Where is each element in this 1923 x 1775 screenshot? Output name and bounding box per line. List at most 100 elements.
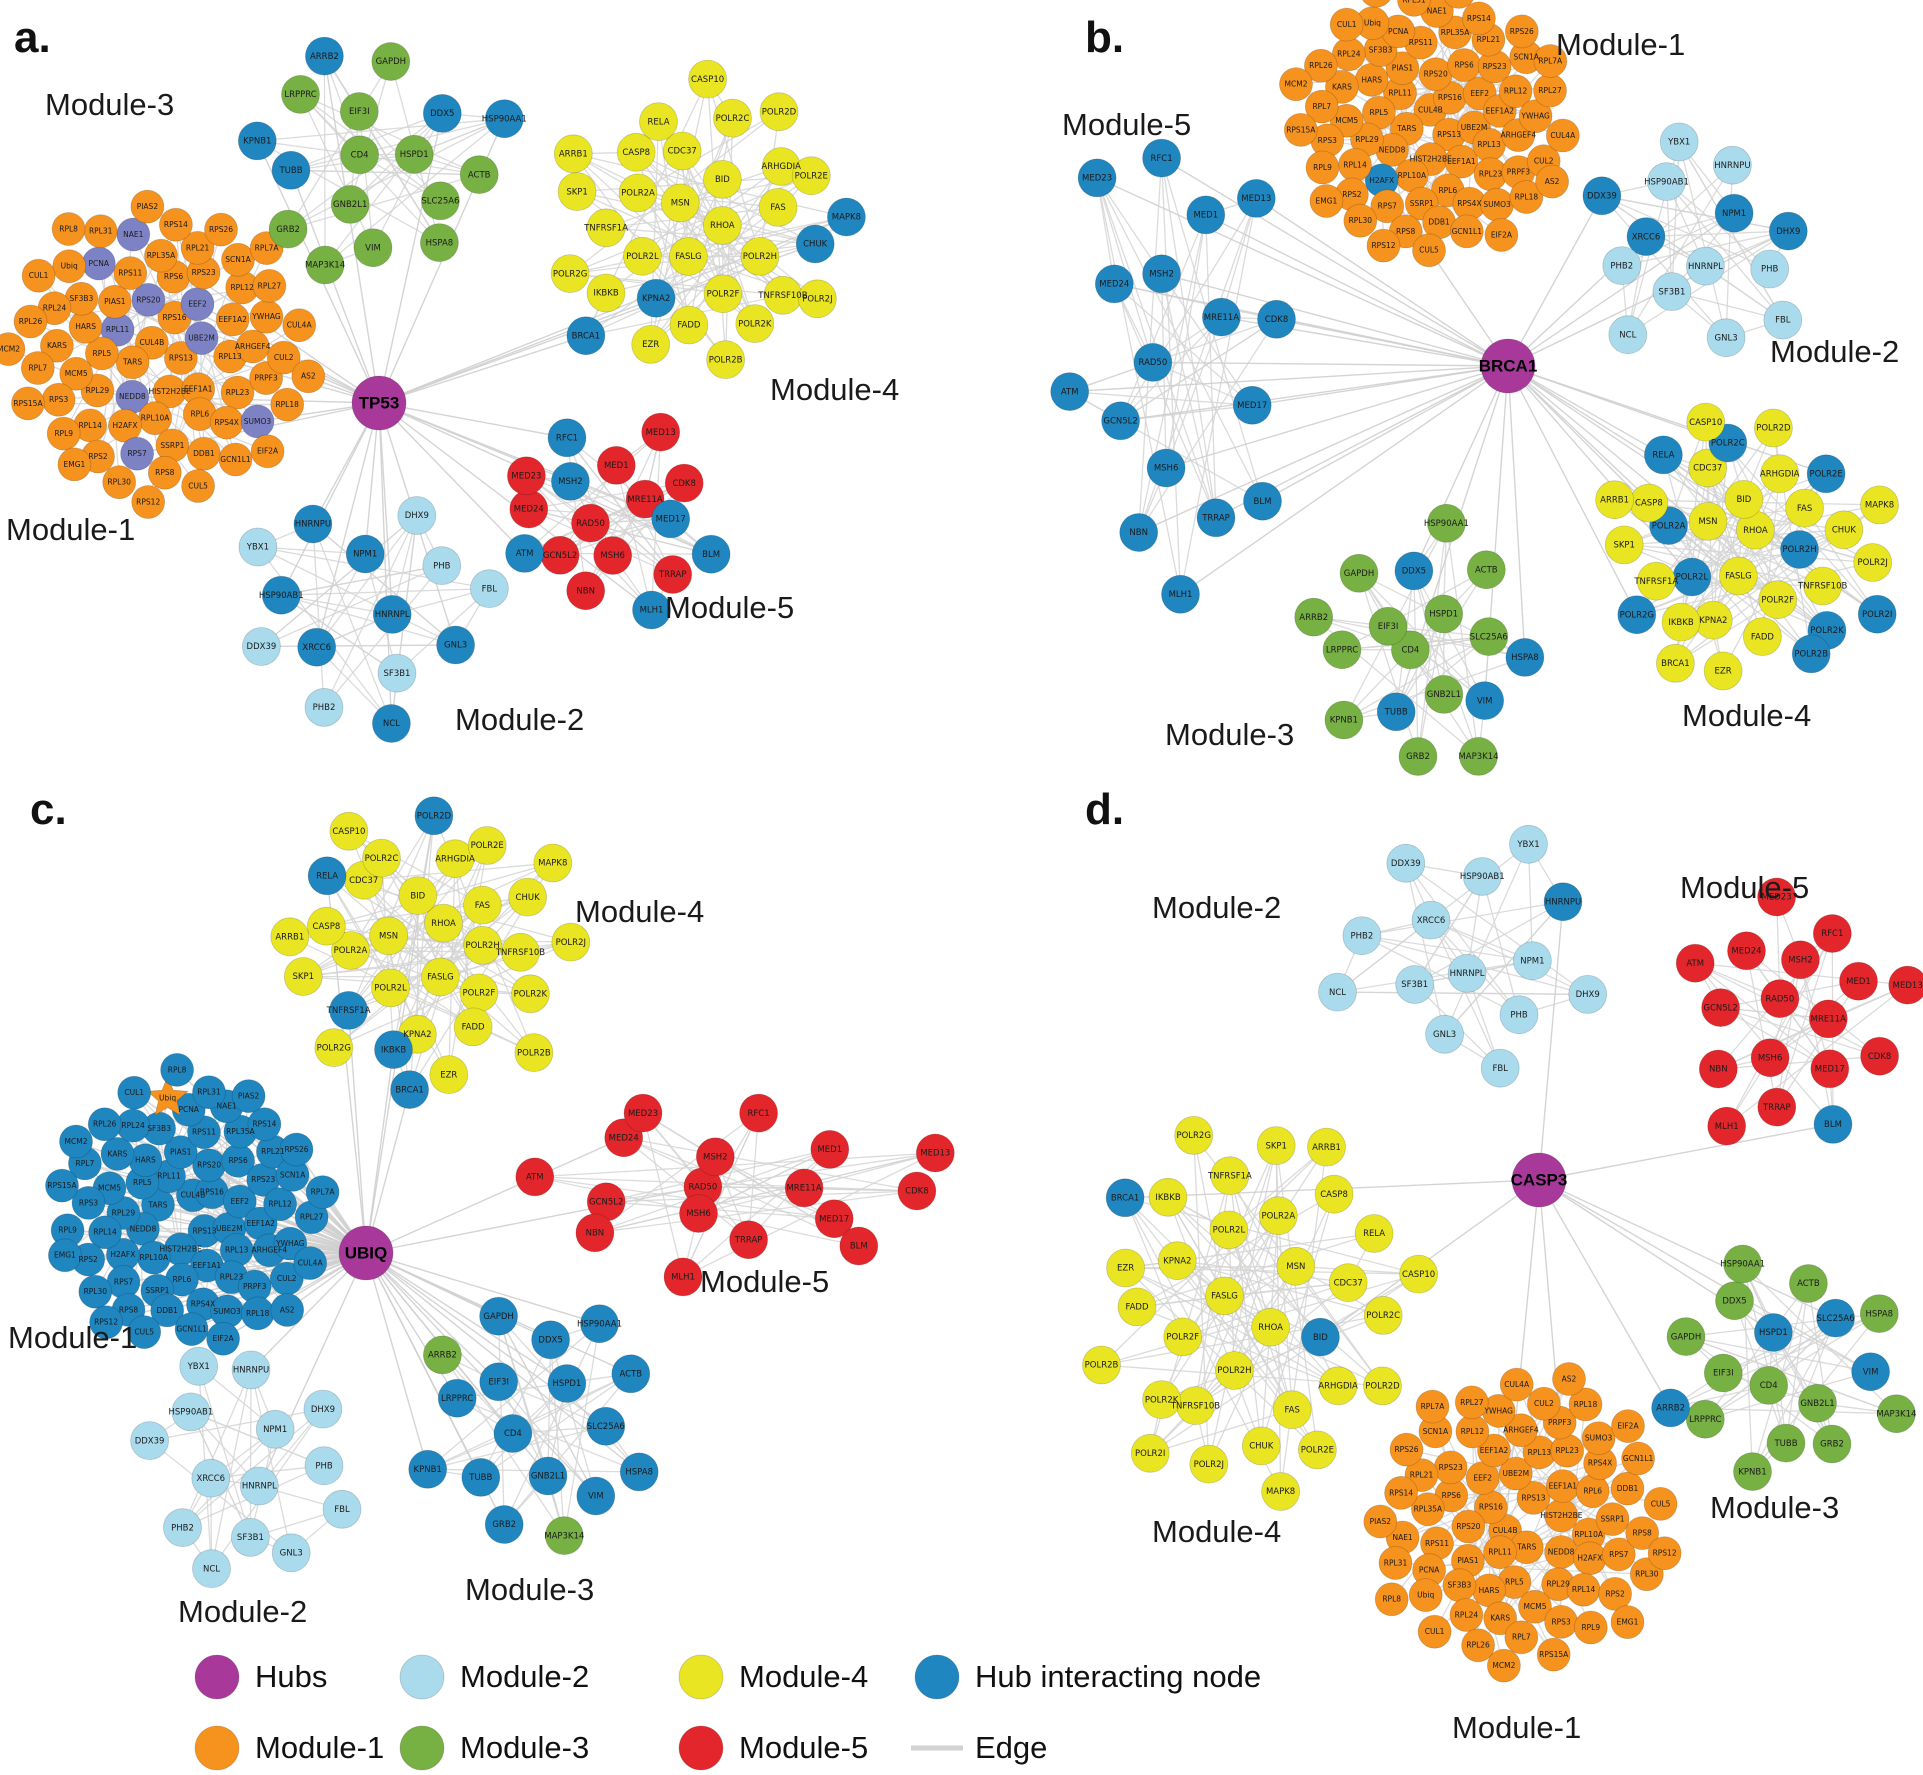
node-label-BLM: BLM: [1824, 1120, 1842, 1130]
node-label-TNFRSF10B: TNFRSF10B: [1170, 1401, 1220, 1411]
node-POLR2K: [1142, 1380, 1181, 1419]
node-label-RPL23: RPL23: [1555, 1446, 1579, 1455]
node-label-EZR: EZR: [440, 1070, 457, 1080]
node-POLR2I: [1130, 1433, 1170, 1473]
node-HSP90AB1: [261, 575, 301, 615]
node-label-EEF2: EEF2: [231, 1197, 250, 1206]
node-label-GCN1L1: GCN1L1: [1452, 227, 1483, 236]
legend-label-module-5: Module-5: [739, 1730, 868, 1765]
node-label-RPL13: RPL13: [1477, 140, 1501, 149]
node-label-TRRAP: TRRAP: [734, 1235, 763, 1245]
node-label-SCN1A: SCN1A: [1423, 1427, 1449, 1436]
node-label-POLR2G: POLR2G: [1176, 1131, 1210, 1141]
node-label-TUBB: TUBB: [278, 166, 302, 176]
node-CD4: [1749, 1366, 1789, 1405]
node-label-RPL14: RPL14: [93, 1228, 117, 1237]
node-label-MRE11A: MRE11A: [786, 1184, 821, 1194]
edge: [1678, 141, 1727, 338]
node-label-FADD: FADD: [1125, 1303, 1148, 1313]
node-RELA: [307, 856, 347, 896]
node-label-PHB2: PHB2: [1351, 931, 1374, 941]
node-MAP3K14: [1459, 737, 1498, 776]
node-label-RPS2: RPS2: [1342, 190, 1361, 199]
node-RPL18: [1509, 180, 1544, 214]
node-MED17: [651, 499, 691, 539]
node-label-DDB1: DDB1: [193, 449, 215, 458]
node-label-UBE2M: UBE2M: [216, 1224, 243, 1233]
node-label-ARHGEF4: ARHGEF4: [235, 342, 271, 351]
node-label-RPL30: RPL30: [1635, 1570, 1659, 1579]
node-label-ARHGDIA: ARHGDIA: [761, 162, 801, 172]
node-ATM: [1050, 372, 1090, 412]
node-label-FASLG: FASLG: [1725, 572, 1752, 582]
edge: [1260, 1194, 1335, 1447]
node-label-POLR2D: POLR2D: [1756, 424, 1791, 434]
node-label-POLR2F: POLR2F: [1166, 1333, 1199, 1343]
node-GAPDH: [479, 1296, 519, 1336]
node-label-POLR2E: POLR2E: [471, 841, 504, 851]
edge: [549, 1339, 597, 1497]
node-POLR2I: [1857, 594, 1897, 634]
node-label-POLR2L: POLR2L: [1213, 1226, 1246, 1236]
node-label-HSP90AB1: HSP90AB1: [259, 591, 304, 601]
node-label-RPL11: RPL11: [106, 325, 130, 334]
node-MCM2: [1279, 67, 1313, 102]
node-label-RPL5: RPL5: [133, 1178, 152, 1187]
node-label-RPS23: RPS23: [251, 1175, 275, 1184]
node-label-HSP90AA1: HSP90AA1: [1720, 1260, 1765, 1270]
hub-edge: [1507, 365, 1638, 616]
node-label-DDX5: DDX5: [1722, 1296, 1746, 1306]
node-label-CUL4B: CUL4B: [1493, 1526, 1518, 1535]
node-label-EZR: EZR: [1715, 667, 1732, 677]
node-CDK8: [664, 463, 704, 503]
node-label-NEDD8: NEDD8: [1379, 145, 1406, 154]
edge: [349, 815, 435, 951]
edge: [257, 118, 505, 142]
panel-c: c.RHOAFASLGMSNPOLR2HPOLR2LBIDPOLR2FPOLR2…: [8, 785, 955, 1629]
node-RPL30: [78, 1274, 113, 1309]
node-label-CUL5: CUL5: [1419, 246, 1439, 255]
node-label-POLR2C: POLR2C: [716, 114, 750, 124]
node-PHB2: [304, 688, 344, 727]
edge: [287, 118, 505, 230]
edge: [323, 565, 443, 708]
node-CUL4A: [1545, 118, 1580, 153]
hub-edge: [365, 1252, 500, 1383]
node-KARS: [1483, 1601, 1518, 1636]
edge: [1119, 214, 1207, 422]
node-label-MSN: MSN: [1286, 1262, 1305, 1272]
node-BRCA1: [1656, 643, 1695, 683]
node-label-RFC1: RFC1: [748, 1109, 770, 1119]
node-label-ARHGEF4: ARHGEF4: [251, 1246, 287, 1255]
node-label-RAD50: RAD50: [1766, 994, 1795, 1004]
node-CD4: [340, 135, 380, 175]
edge: [637, 192, 779, 209]
node-label-NPM1: NPM1: [1520, 956, 1544, 966]
node-label-HSPD1: HSPD1: [1429, 610, 1458, 620]
node-label-RPL14: RPL14: [1572, 1585, 1596, 1594]
edge: [1705, 1371, 1871, 1420]
hub-edge: [323, 55, 380, 404]
node-label-RPL14: RPL14: [1343, 160, 1367, 169]
edge: [312, 523, 457, 646]
node-POLR2C: [362, 838, 401, 878]
node-NBN: [575, 1213, 615, 1253]
node-label-RELA: RELA: [647, 117, 669, 127]
legend-label-hubs: Hubs: [255, 1659, 327, 1694]
node-EIF3I: [339, 92, 379, 131]
node-label-POLR2D: POLR2D: [417, 812, 452, 822]
node-label-HNRNPU: HNRNPU: [233, 1366, 269, 1376]
node-label-IKBKB: IKBKB: [381, 1045, 406, 1055]
node-CDC37: [1328, 1263, 1368, 1302]
node-POLR2K: [511, 974, 550, 1014]
node-MCM2: [59, 1124, 93, 1159]
node-TNFRSF1A: [1636, 561, 1676, 601]
node-label-POLR2E: POLR2E: [1301, 1446, 1334, 1456]
node-label-GCN1L1: GCN1L1: [176, 1325, 207, 1334]
module-label-module-1-a: Module-1: [6, 512, 135, 547]
node-POLR2B: [706, 340, 745, 380]
edge: [1361, 901, 1564, 937]
node-label-MED13: MED13: [920, 1149, 950, 1159]
node-POLR2H: [463, 926, 503, 965]
node-label-RPS4X: RPS4X: [1457, 199, 1481, 208]
